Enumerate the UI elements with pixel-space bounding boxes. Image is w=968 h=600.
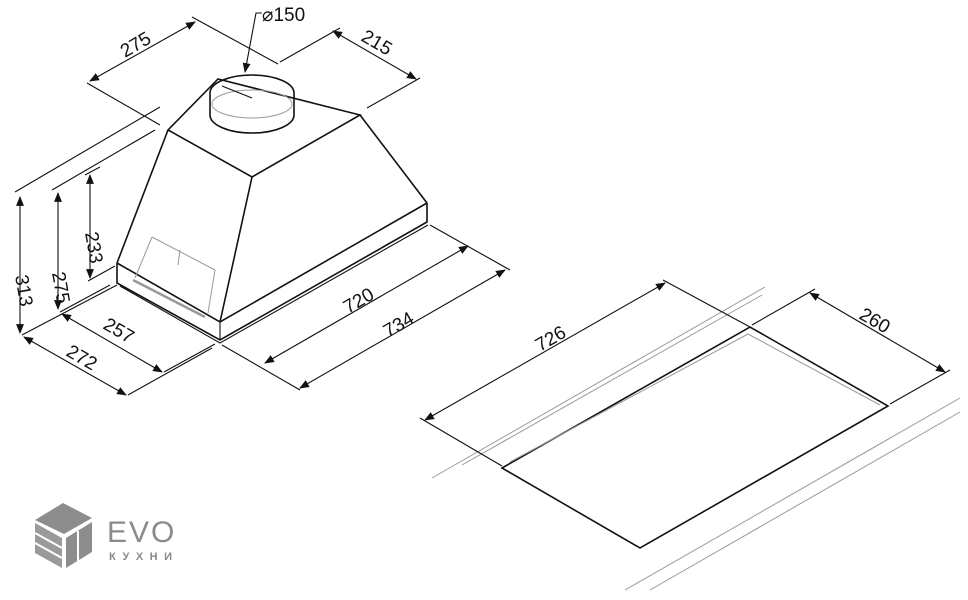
dim-duct-diameter: ⌀150 [262,5,305,26]
dim-height-body: 275 [47,270,73,305]
hood-body [116,78,429,344]
dim-top-depth: 275 [117,28,155,62]
dimension-lines [14,12,511,396]
cutout-plan [419,279,961,591]
dim-depth-inner: 257 [100,314,138,348]
dim-width-inner: 720 [340,284,378,318]
dim-top-width: 215 [358,26,396,60]
dim-height-upper: 233 [80,230,106,265]
dim-height-total: 313 [10,273,36,308]
dim-cutout-width: 726 [532,322,570,356]
evo-logo: EVO КУХНИ [34,503,179,568]
dim-cutout-depth: 260 [856,304,894,338]
logo-subtitle: КУХНИ [109,551,179,563]
dim-width-outer: 734 [380,308,418,342]
duct-cylinder [209,74,295,134]
logo-brand: EVO [107,516,176,549]
dim-depth-outer: 272 [63,341,101,375]
